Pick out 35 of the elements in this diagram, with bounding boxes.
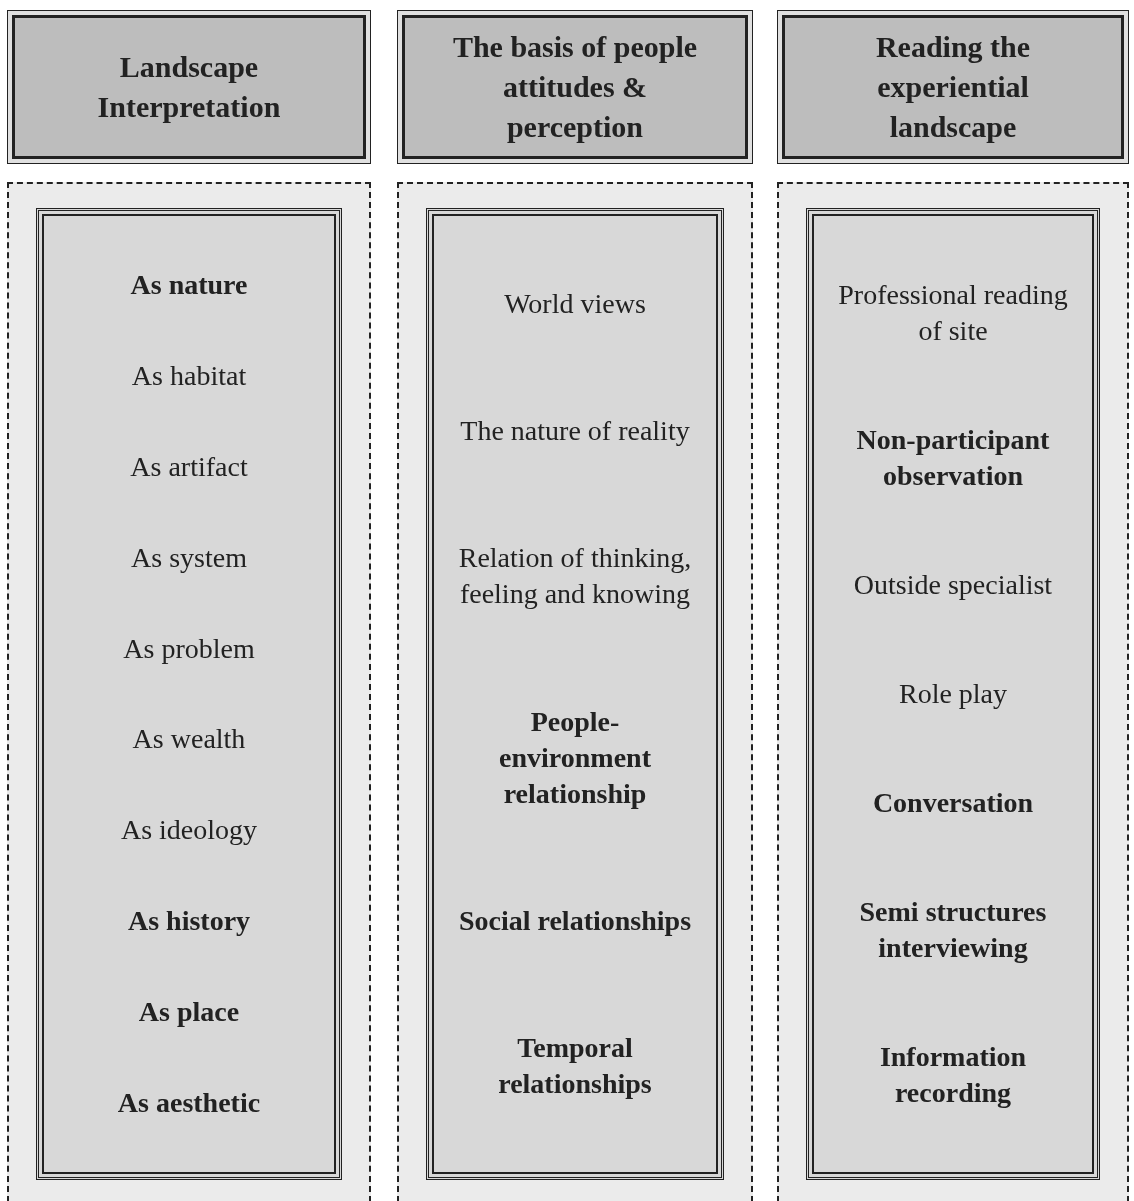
list-item: World views — [504, 286, 646, 321]
list-item: Social relationships — [458, 903, 692, 938]
header-text: Reading the experiential landscape — [874, 29, 1032, 145]
list-item: As habitat — [131, 359, 247, 394]
dashed-group-box — [777, 182, 1129, 1201]
list-panel — [426, 208, 724, 1180]
list-item: As aesthetic — [117, 1085, 261, 1120]
header-box — [7, 10, 371, 164]
header-text: Landscape Interpretation — [96, 49, 282, 125]
list-item: Non-participant observation — [855, 422, 1051, 493]
header-box — [397, 10, 753, 164]
list-panel — [36, 208, 342, 1180]
list-item: As ideology — [120, 813, 258, 848]
list-item: The nature of reality — [460, 414, 690, 448]
header-text: The basis of people attitudes & perception — [451, 29, 699, 145]
list-item: Professional reading of site — [837, 277, 1069, 348]
list-item: Relation of thinking, feeling and knowing — [458, 541, 692, 612]
list-item: Outside specialist — [853, 567, 1053, 602]
list-item: As artifact — [130, 450, 248, 484]
list-item: People-environment relationship — [498, 704, 652, 811]
list-item: Conversation — [872, 786, 1034, 821]
header-box — [777, 10, 1129, 164]
list-item: As history — [127, 903, 251, 938]
list-item: Information recording — [878, 1040, 1028, 1111]
dashed-group-box — [7, 182, 371, 1201]
list-item: Semi structures interviewing — [858, 895, 1048, 966]
dashed-group-box — [397, 182, 753, 1201]
list-item: As wealth — [132, 722, 246, 757]
list-panel — [806, 208, 1100, 1180]
list-item: As system — [131, 540, 247, 575]
list-item: As place — [138, 994, 240, 1029]
list-item: Temporal relationships — [497, 1031, 653, 1102]
list-item: As problem — [123, 631, 255, 666]
list-item: Role play — [898, 677, 1008, 711]
list-item: As nature — [130, 268, 248, 303]
